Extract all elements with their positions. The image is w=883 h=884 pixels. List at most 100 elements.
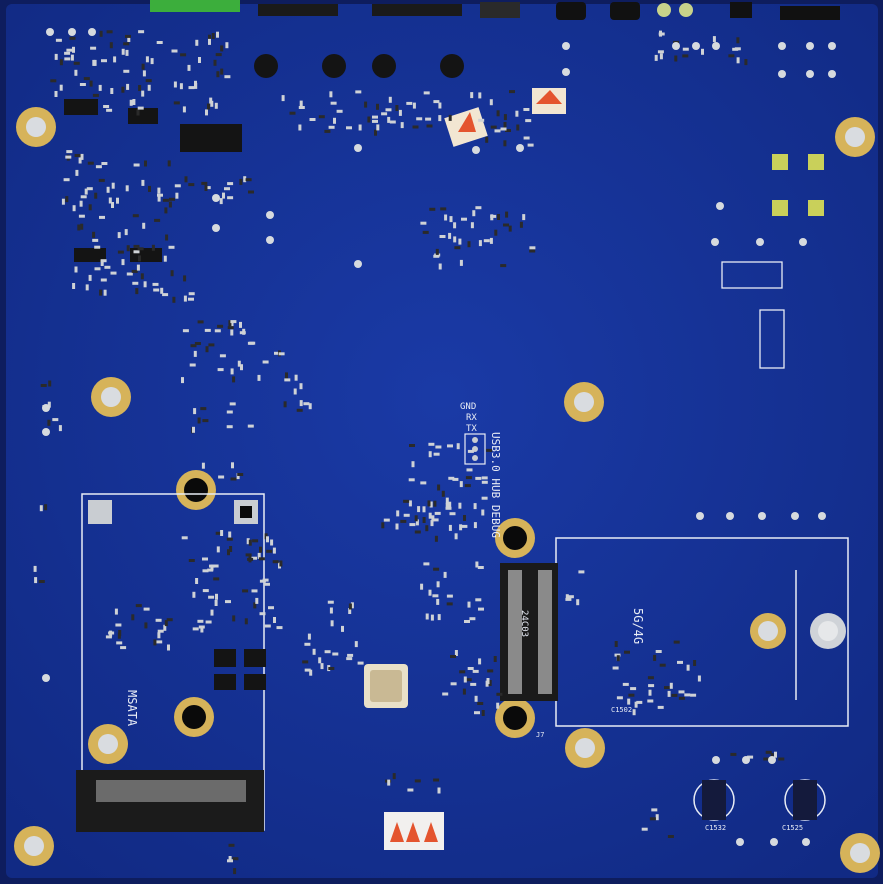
smd-part xyxy=(125,185,129,192)
smd-part xyxy=(258,557,265,561)
smd-part xyxy=(132,99,136,105)
capacitors: C1532 C1525 C1502 xyxy=(611,706,826,832)
smd-part xyxy=(459,524,463,531)
smd-part xyxy=(209,97,213,104)
smd-part xyxy=(690,693,697,697)
via xyxy=(806,42,814,50)
smd-part xyxy=(188,559,195,562)
smd-part xyxy=(428,442,435,446)
smd-part xyxy=(648,684,655,688)
smd-part xyxy=(332,652,339,656)
smd-part xyxy=(169,197,175,201)
smd-part xyxy=(648,689,652,696)
smd-part xyxy=(381,112,388,116)
smd-part xyxy=(44,504,48,511)
smd-part xyxy=(204,186,211,190)
smd-part xyxy=(422,506,426,513)
smd-part xyxy=(446,602,453,606)
smd-part xyxy=(39,505,43,512)
smd-part xyxy=(385,108,392,112)
smd-part xyxy=(157,187,161,194)
smd-part xyxy=(92,231,96,238)
smd-part xyxy=(103,105,110,108)
smd-part xyxy=(101,162,108,165)
smd-part xyxy=(444,214,448,221)
smd-part xyxy=(209,564,215,568)
smd-part xyxy=(174,184,181,188)
smd-part xyxy=(744,59,748,66)
smd-part xyxy=(188,183,195,187)
smd-part xyxy=(197,417,201,424)
smd-part xyxy=(207,103,210,110)
smd-part xyxy=(763,757,770,761)
smd-part xyxy=(188,86,195,90)
smd-part xyxy=(634,701,638,708)
smd-part xyxy=(34,577,38,584)
ic-chips xyxy=(64,99,266,690)
smd-part xyxy=(712,36,716,43)
smd-part xyxy=(266,536,269,543)
smd-part xyxy=(428,512,432,519)
tx-label: TX xyxy=(466,424,477,434)
smd-part xyxy=(151,244,155,251)
smd-part xyxy=(205,346,209,353)
smd-part xyxy=(490,125,497,129)
smd-part xyxy=(201,462,205,469)
smd-part xyxy=(481,710,485,716)
gold-pads xyxy=(772,154,824,216)
smd-part xyxy=(135,288,139,295)
smd-part xyxy=(309,669,313,676)
smd-part xyxy=(237,360,241,367)
smd-part xyxy=(470,92,474,99)
smd-part xyxy=(92,238,99,242)
smd-part xyxy=(450,655,456,658)
smd-part xyxy=(677,660,683,664)
mounting-hole-icon xyxy=(88,724,128,764)
smd-part xyxy=(145,79,152,83)
smd-part xyxy=(736,37,740,44)
smd-part xyxy=(496,702,500,709)
smd-part xyxy=(346,126,352,130)
mounting-hole-icon xyxy=(835,117,875,157)
smd-part xyxy=(126,245,130,252)
smd-part xyxy=(414,779,421,783)
smd-part xyxy=(229,402,236,406)
smd-part xyxy=(188,292,195,296)
smd-part xyxy=(132,281,139,285)
smd-part xyxy=(200,407,207,411)
smd-part xyxy=(106,108,113,112)
smd-part xyxy=(774,751,777,758)
smd-part xyxy=(406,101,413,105)
smd-part xyxy=(308,403,312,410)
smd-part xyxy=(90,46,97,50)
smd-part xyxy=(674,55,678,62)
smd-part xyxy=(125,49,129,56)
smd-part xyxy=(170,270,174,277)
smd-part xyxy=(525,119,532,123)
smd-part xyxy=(50,79,57,83)
smd-part xyxy=(407,788,414,792)
smd-part xyxy=(84,188,88,195)
smd-part xyxy=(357,661,364,665)
smd-part xyxy=(307,633,311,640)
smd-part xyxy=(259,612,266,616)
smd-part xyxy=(253,602,257,609)
smd-part xyxy=(220,530,224,536)
smd-part xyxy=(142,70,146,77)
smd-part xyxy=(244,618,248,625)
smd-part xyxy=(395,105,399,111)
smd-part xyxy=(225,600,231,604)
smd-part xyxy=(218,475,225,479)
smd-part xyxy=(470,222,474,229)
silkscreen-boxes xyxy=(721,261,785,369)
smd-components xyxy=(33,30,785,875)
smd-part xyxy=(131,269,138,273)
smd-part xyxy=(318,657,322,664)
smd-part xyxy=(104,265,111,269)
smd-part xyxy=(318,115,325,119)
smd-part xyxy=(470,682,477,686)
smd-part xyxy=(230,329,234,336)
smd-part xyxy=(127,36,131,42)
smd-part xyxy=(429,501,433,508)
smd-part xyxy=(283,401,287,408)
